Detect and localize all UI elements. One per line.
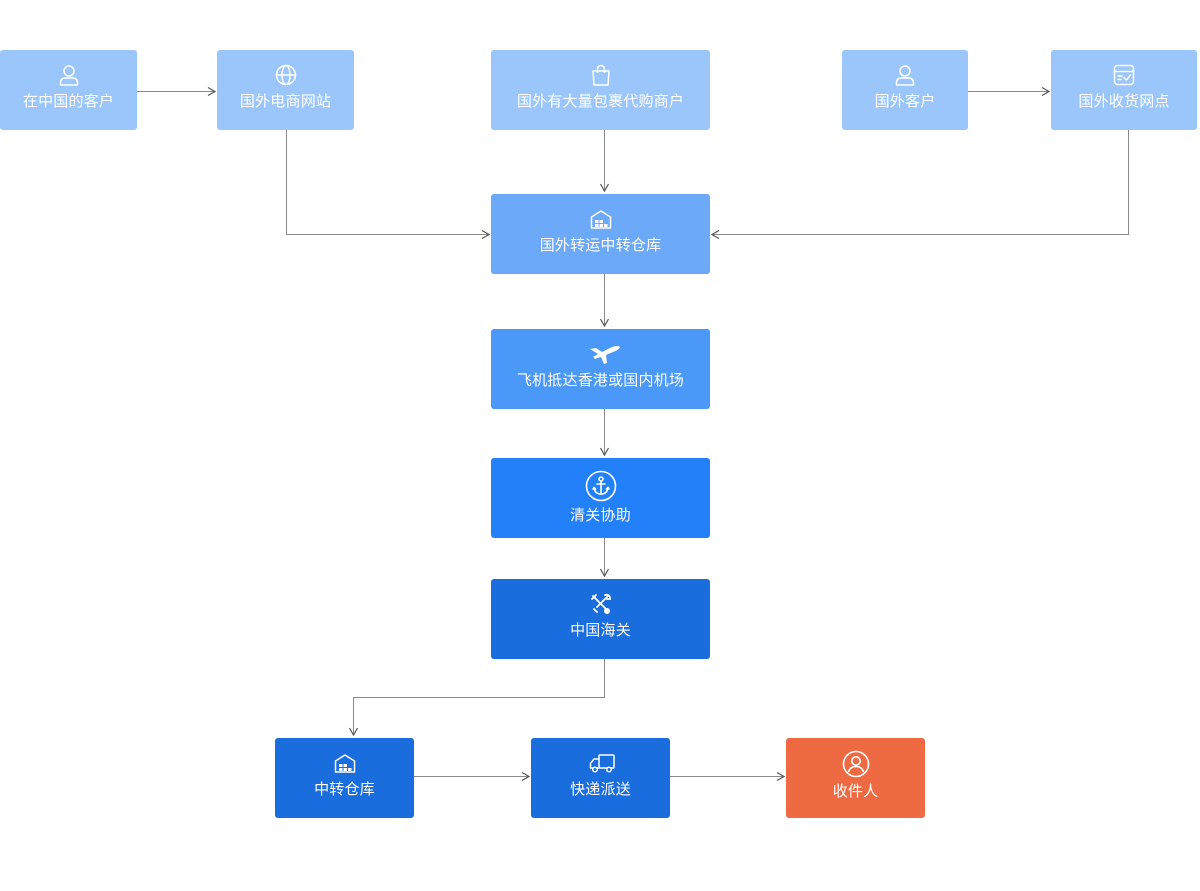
node-label: 中转仓库	[314, 780, 375, 798]
node-foreign-transit-warehouse: 国外转运中转仓库	[491, 194, 710, 274]
node-label: 国外客户	[874, 92, 936, 110]
shopping-bag-icon	[588, 62, 614, 88]
warehouse-icon	[332, 750, 358, 776]
node-label: 中国海关	[570, 621, 631, 639]
user-circle-icon	[842, 750, 870, 778]
truck-icon	[588, 750, 615, 776]
arrow-ecommerce-to-transit	[286, 130, 491, 240]
node-transit-warehouse: 中转仓库	[275, 738, 414, 818]
node-receiving-point: 国外收货网点	[1051, 50, 1197, 130]
node-label: 在中国的客户	[22, 92, 115, 110]
node-foreign-client: 国外客户	[842, 50, 968, 130]
user-outline-icon	[892, 62, 918, 88]
node-label: 飞机抵达香港或国内机场	[516, 371, 685, 389]
node-flight-arrival: 飞机抵达香港或国内机场	[491, 329, 710, 409]
arrow-receiving-to-transit	[710, 130, 1129, 240]
inbox-check-icon	[1111, 62, 1137, 88]
airplane-icon	[588, 341, 620, 367]
user-outline-icon	[56, 62, 82, 88]
node-label: 国外有大量包裹代购商户	[516, 92, 685, 110]
node-label: 国外电商网站	[239, 92, 332, 110]
tools-icon	[588, 591, 614, 617]
anchor-icon	[585, 470, 617, 502]
node-customs-clearance-assist: 清关协助	[491, 458, 710, 538]
node-foreign-ecommerce: 国外电商网站	[217, 50, 354, 130]
globe-icon	[273, 62, 299, 88]
node-china-client: 在中国的客户	[0, 50, 137, 130]
node-label: 快递派送	[570, 780, 631, 798]
arrow-customs-to-warehouse	[348, 659, 605, 737]
node-china-customs: 中国海关	[491, 579, 710, 659]
node-recipient: 收件人	[786, 738, 925, 818]
node-label: 收件人	[832, 782, 879, 800]
node-shopping-merchant: 国外有大量包裹代购商户	[491, 50, 710, 130]
node-label: 国外转运中转仓库	[539, 236, 662, 254]
node-label: 清关协助	[570, 506, 631, 524]
warehouse-icon	[588, 206, 614, 232]
node-express-delivery: 快递派送	[531, 738, 670, 818]
node-label: 国外收货网点	[1078, 92, 1170, 110]
